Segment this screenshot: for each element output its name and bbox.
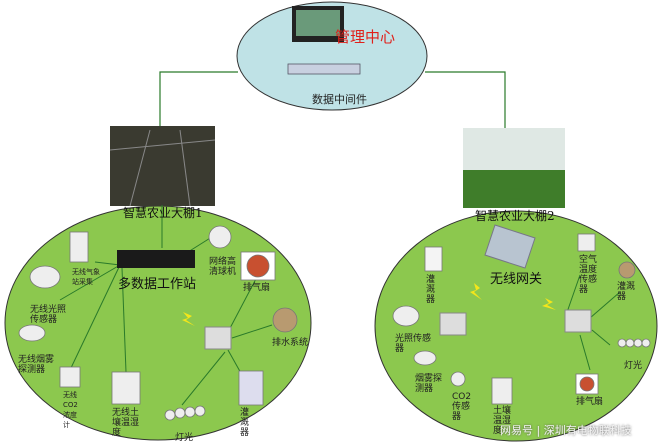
wireless-node-icon (439, 312, 467, 336)
wireless-node-icon (564, 309, 592, 333)
light-sensor-icon (392, 305, 420, 327)
device-label: 灯光 (624, 361, 643, 371)
greenhouse2-title: 智慧农业大棚2 (475, 209, 555, 223)
data-workstation-icon (117, 250, 195, 268)
air-temp-sensor-icon (577, 233, 596, 252)
gateway-label: 无线网关 (490, 272, 543, 287)
device-label: 灌溉器 (240, 408, 250, 438)
greenhouse1-photo (110, 126, 215, 206)
soil-sensor-icon (491, 377, 513, 405)
weather-station-icon (69, 231, 89, 263)
device-label: 排气扇 (576, 397, 604, 407)
device-label: 无线烟雾探测器 (18, 355, 55, 375)
device-label: 灯光 (175, 433, 194, 443)
device-label: 烟雾探测器 (415, 374, 443, 394)
light-sensor-icon (29, 265, 61, 289)
connector-lines (159, 71, 506, 130)
wireless-gateway-icon (484, 224, 536, 269)
device-label: 网络高清球机 (209, 257, 237, 277)
lights-icon (617, 338, 651, 348)
device-label: 空气温度传感器 (579, 255, 598, 295)
device-label: 灌溉器 (617, 282, 636, 302)
wireless-signal-icon (542, 298, 556, 310)
soil-sensor-icon (111, 371, 141, 405)
co2-meter-icon (59, 366, 81, 388)
smoke-detector-icon (18, 324, 46, 342)
device-label: CO2传感器 (452, 392, 472, 422)
workstation-label: 多数据工作站 (118, 277, 197, 292)
device-label: 无线气象站采集 (72, 268, 100, 286)
device-label: 灌溉器 (426, 275, 436, 305)
device-label: 无线CO2浓度计 (63, 391, 78, 429)
device-label: 无线土壤温湿度 (112, 408, 140, 438)
management-center-title: 管理中心 (335, 28, 396, 46)
wireless-signal-icon (182, 312, 195, 326)
device-label: 排气扇 (243, 283, 271, 293)
device-label: 无线光照传感器 (30, 305, 67, 325)
lights-icon (164, 405, 206, 421)
wireless-node-icon (204, 326, 232, 350)
device-label: 土壤温湿度 (493, 406, 512, 436)
camera-icon (208, 225, 232, 249)
wireless-signal-icon (470, 283, 482, 300)
irrigator-icon (618, 261, 636, 279)
drain-icon (272, 307, 298, 333)
irrigator-icon (424, 246, 443, 272)
middleware-label: 数据中间件 (312, 93, 367, 106)
co2-gauge-icon (450, 371, 466, 387)
server-icon (287, 63, 361, 75)
greenhouse1-title: 智慧农业大棚1 (123, 206, 203, 220)
smoke-detector-icon (413, 350, 437, 366)
watermark: 网易号 | 深圳有电物联科技 (500, 424, 632, 437)
device-label: 光照传感器 (395, 334, 432, 354)
management-center-ellipse (236, 1, 428, 111)
device-label: 排水系统 (272, 338, 309, 348)
irrigator-icon (238, 370, 264, 406)
